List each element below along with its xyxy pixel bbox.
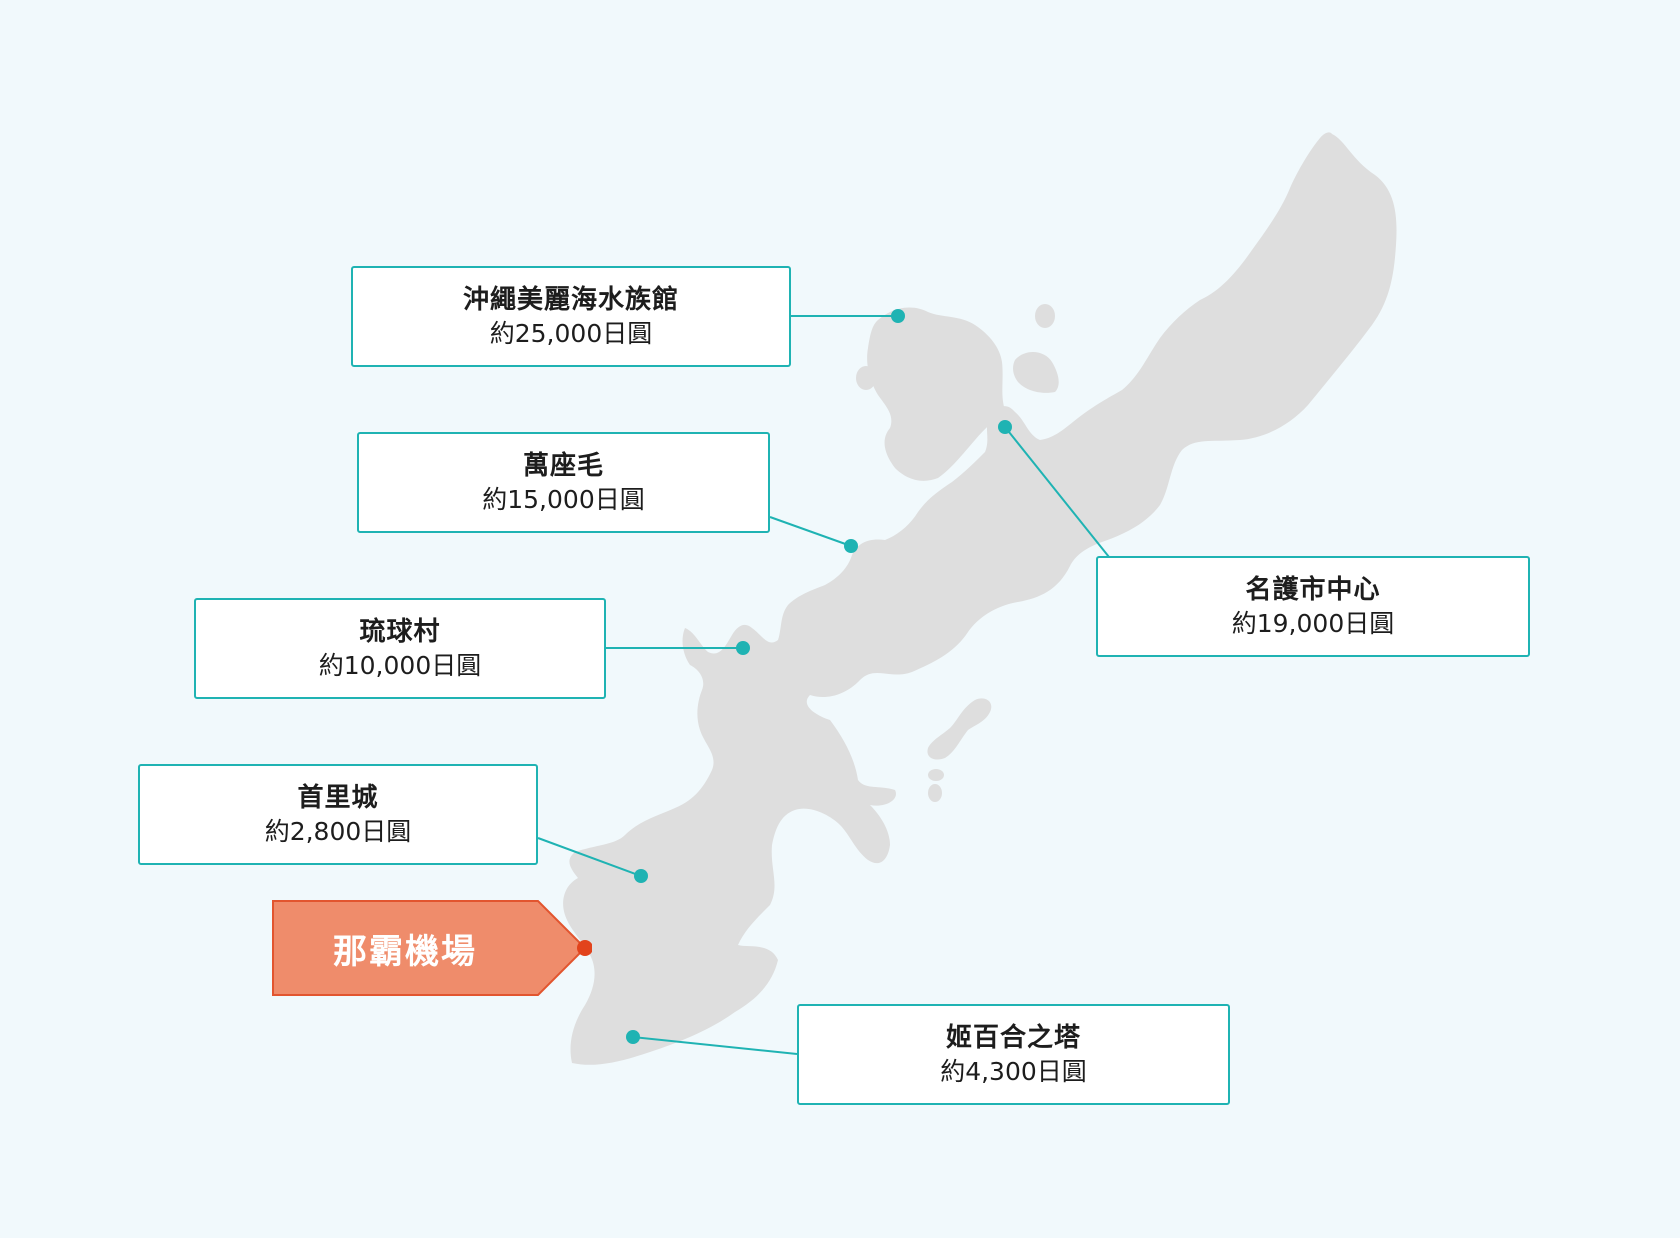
marker-airport [577,940,592,956]
location-price: 約19,000日圓 [1231,608,1395,638]
location-price: 約25,000日圓 [489,318,653,348]
origin-airport-tag[interactable]: 那霸機場 [270,898,592,998]
marker-churaumi[interactable] [891,309,905,323]
islet [1035,304,1055,328]
location-name: 名護市中心 [1245,574,1381,605]
location-card-ryukyumura[interactable]: 琉球村 約10,000日圓 [194,598,606,699]
leader-line-manzamo [769,516,852,547]
marker-ryukyumura[interactable] [736,641,750,655]
leader-line-shuri [537,837,642,877]
islet [928,784,942,802]
location-name: 沖繩美麗海水族館 [462,284,679,315]
marker-manzamo[interactable] [844,539,858,553]
location-name: 萬座毛 [522,450,604,481]
leader-line-nago [1004,426,1110,558]
marker-shuri[interactable] [634,869,648,883]
location-price: 約10,000日圓 [318,650,482,680]
motobu-peninsula [867,307,1005,481]
islet [856,366,876,390]
location-card-himeyuri[interactable]: 姬百合之塔 約4,300日圓 [797,1004,1230,1105]
leader-line-himeyuri [632,1036,798,1055]
okinawa-main-island [563,132,1397,1065]
location-price: 約15,000日圓 [482,484,645,514]
marker-nago[interactable] [998,420,1012,434]
location-card-shuri[interactable]: 首里城 約2,800日圓 [138,764,538,865]
airport-name: 那霸機場 [333,931,477,972]
marker-himeyuri[interactable] [626,1030,640,1044]
location-name: 姬百合之塔 [945,1022,1081,1053]
location-card-nago[interactable]: 名護市中心 約19,000日圓 [1096,556,1530,657]
islet [928,769,944,781]
tsuken-island [927,698,992,760]
airport-tag-shape [272,900,592,996]
location-price: 約4,300日圓 [940,1056,1087,1086]
location-name: 首里城 [297,782,379,813]
yagaji-island [1013,351,1059,393]
location-name: 琉球村 [359,616,441,647]
location-card-churaumi[interactable]: 沖繩美麗海水族館 約25,000日圓 [351,266,791,367]
location-price: 約2,800日圓 [264,816,412,846]
location-card-manzamo[interactable]: 萬座毛 約15,000日圓 [357,432,770,533]
